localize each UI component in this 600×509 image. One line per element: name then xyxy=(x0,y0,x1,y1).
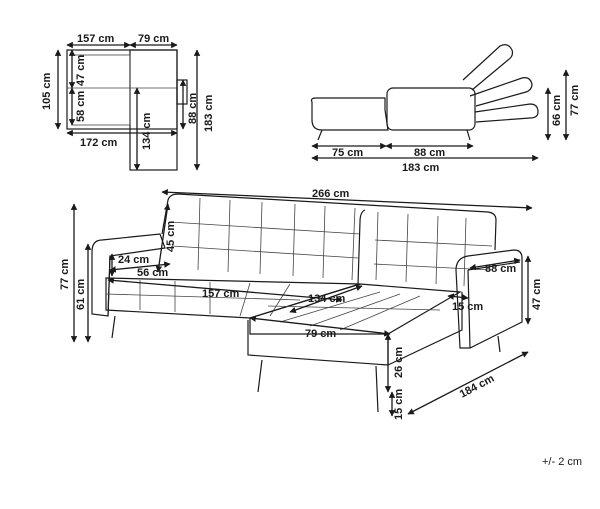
main-view-height-45: 45 cm xyxy=(165,221,177,252)
main-view-height-61: 61 cm xyxy=(75,279,87,310)
side-view-width-75: 75 cm xyxy=(332,147,363,159)
chaise-front xyxy=(247,320,389,366)
top-view-height-183: 183 cm xyxy=(203,94,215,132)
main-view-height-26: 26 cm xyxy=(393,347,405,378)
right-armrest xyxy=(455,249,523,349)
main-view-width-56: 56 cm xyxy=(137,267,168,279)
side-view-height-77: 77 cm xyxy=(569,85,581,116)
main-view-height-77: 77 cm xyxy=(59,259,71,290)
main-view-width-134: 134 cm xyxy=(308,293,346,305)
side-view-backrest-upright xyxy=(462,44,514,91)
leg-right xyxy=(497,335,501,353)
backrest xyxy=(161,193,497,251)
main-view-height-24: 24 cm xyxy=(118,254,149,266)
side-view-backrest-mid xyxy=(469,77,533,107)
side-view-chaise-block xyxy=(386,87,476,131)
main-view-width-266: 266 cm xyxy=(312,188,350,200)
main-view-width-79: 79 cm xyxy=(305,328,336,340)
leg-chaise xyxy=(375,365,379,413)
main-view-height-47: 47 cm xyxy=(531,279,543,310)
top-view-height-47: 47 cm xyxy=(75,55,87,86)
side-view-height-66: 66 cm xyxy=(551,95,563,126)
main-view-width-184: 184 cm xyxy=(458,372,497,400)
top-view-height-105: 105 cm xyxy=(41,72,53,110)
main-view-height-15: 15 cm xyxy=(393,389,405,420)
side-view-width-88: 88 cm xyxy=(414,147,445,159)
top-view: 157 cm 79 cm 105 cm 47 cm 58 cm 172 cm 1… xyxy=(41,33,215,171)
side-view-width-183: 183 cm xyxy=(402,162,440,174)
main-view-width-88: 88 cm xyxy=(485,263,516,275)
main-view: 266 cm 77 cm 61 cm 45 cm 24 cm 56 cm 157… xyxy=(59,188,543,420)
top-view-height-58: 58 cm xyxy=(75,91,87,122)
top-view-height-134: 134 cm xyxy=(141,112,153,150)
side-view-backrest-flat xyxy=(474,103,539,123)
leg-front xyxy=(257,359,263,393)
leg-left xyxy=(111,315,116,339)
side-view-seat xyxy=(310,97,389,131)
main-view-width-15: 15 cm xyxy=(452,301,483,313)
chaise-seat xyxy=(249,283,462,335)
top-view-armrest xyxy=(176,79,188,105)
top-view-height-88: 88 cm xyxy=(187,93,199,124)
top-view-width-172: 172 cm xyxy=(80,137,118,149)
top-view-width-157: 157 cm xyxy=(77,33,115,45)
tolerance-note: +/- 2 cm xyxy=(542,456,582,468)
side-view: 75 cm 88 cm 183 cm 66 cm 77 cm xyxy=(310,44,581,174)
top-view-width-79: 79 cm xyxy=(138,33,169,45)
main-view-width-157: 157 cm xyxy=(202,288,240,300)
